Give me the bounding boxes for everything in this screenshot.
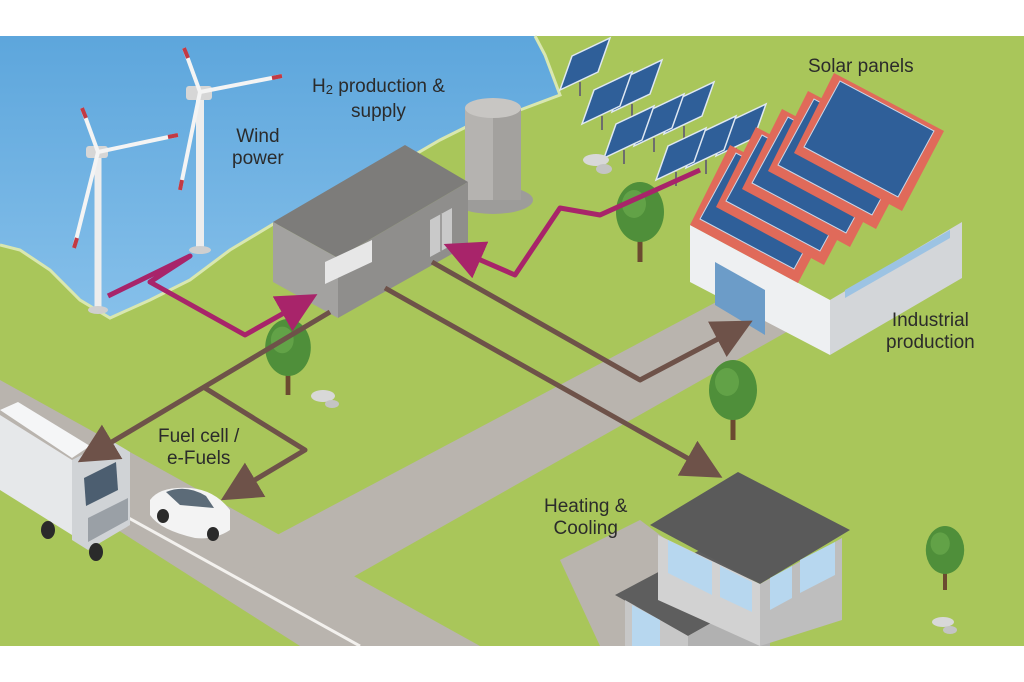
hydrogen-to-industry-arrow — [430, 259, 753, 383]
car-icon — [150, 487, 230, 541]
tree-icon — [709, 360, 757, 440]
rock-icon — [311, 390, 339, 408]
label-solar-panels: Solar panels — [808, 56, 914, 77]
bottom-margin — [0, 646, 1024, 682]
label-h2-production: H2 production & supply — [312, 76, 445, 122]
hydrogen-plant-icon — [273, 145, 468, 318]
sea — [0, 36, 560, 318]
label-wind-power: Wind power — [232, 126, 284, 169]
rock-icon — [583, 154, 612, 174]
label-fuel-cell: Fuel cell / e-Fuels — [158, 426, 240, 469]
hydrogen-to-car-arrow — [203, 385, 308, 501]
solar-panel-icon — [558, 36, 812, 230]
wind-turbine-icon — [178, 47, 283, 254]
hydrogen-to-truck-arrow — [77, 309, 332, 463]
wind-turbine-icon — [72, 107, 179, 314]
factory-icon — [690, 73, 962, 355]
hydrogen-to-house-arrow — [383, 285, 723, 478]
truck-icon — [0, 402, 130, 561]
label-industrial-production: Industrial production — [886, 310, 975, 353]
tree-icon — [925, 526, 965, 590]
solar-power-flow-arrow — [443, 167, 702, 279]
rock-icon — [932, 617, 957, 634]
label-heating-cooling: Heating & Cooling — [544, 496, 628, 539]
wind-power-flow-arrow — [106, 253, 318, 338]
storage-tank-icon — [453, 98, 533, 214]
house-icon — [615, 472, 850, 646]
